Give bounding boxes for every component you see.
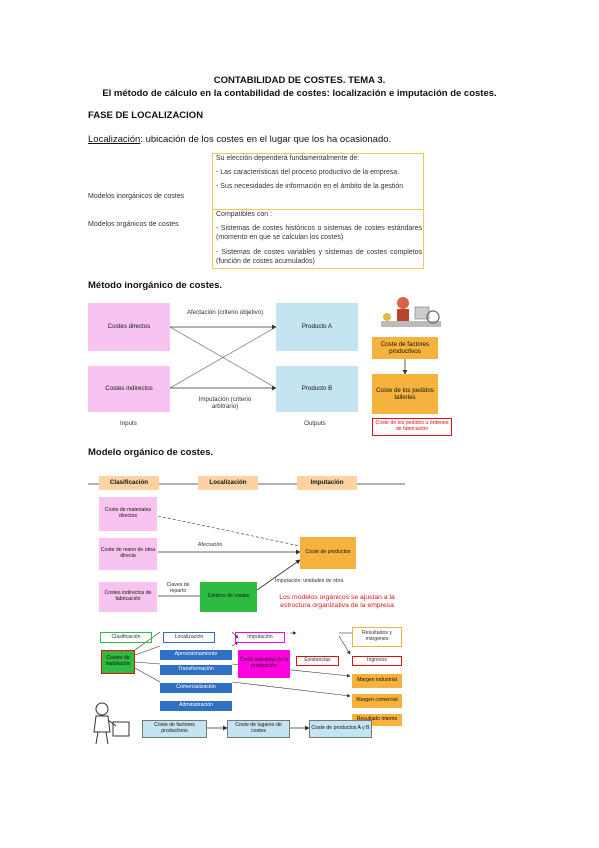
d2-comercializacion: Comercialización: [160, 683, 232, 693]
d2-margen-comercial: Margen comercial: [352, 694, 402, 708]
line-centros-productos: [256, 559, 301, 591]
worker-illustration: [86, 700, 132, 746]
d2-imputacion: Imputación: [235, 632, 285, 643]
coste-productos-box: Coste de productos: [300, 537, 356, 569]
org-header-localizacion: Localización: [198, 476, 258, 490]
section-heading-organico: Modelo orgánico de costes.: [88, 447, 214, 458]
costes-directos-box: Costes directos: [88, 303, 170, 351]
coste-materiales-box: Coste de materiales directos: [99, 497, 157, 531]
organic-note: Los modelos orgánicos se ajustan a la es…: [279, 594, 395, 609]
models-divider: [212, 209, 424, 210]
models-text-1: Su elección dependerá fundamentalmente d…: [216, 155, 360, 162]
producto-a-box: Producto A: [276, 303, 358, 351]
centros-costes-box: Centros de costes: [200, 582, 257, 612]
d2-resultados: Resultados y márgenes: [352, 627, 402, 647]
models-text-3: - Sus necesidades de información en el á…: [216, 183, 404, 190]
d2-ingresos: Ingresos: [352, 656, 402, 666]
d2-transformacion: Transformación: [160, 665, 232, 675]
org-header-imputacion: Imputación: [297, 476, 357, 490]
models-text-5: - Sistemas de costes históricos o sistem…: [216, 225, 422, 241]
page-subtitle: El método de cálculo en la contabilidad …: [102, 88, 497, 99]
outputs-label: Outputs: [304, 420, 326, 427]
models-text-2: - Las características del proceso produc…: [216, 169, 400, 176]
localizacion-term: Localización: [88, 134, 141, 145]
org-header-clasificacion: Clasificación: [99, 476, 159, 490]
costes-indirectos-fab-box: Costes indirectos de fabricación: [99, 582, 157, 612]
line-inst-comerc: [134, 661, 161, 665]
line-inst-transf: [134, 645, 161, 656]
section-heading-localizacion: FASE DE LOCALIZACION: [88, 110, 204, 121]
page-title: CONTABILIDAD DE COSTES. TEMA 3.: [213, 75, 386, 86]
localizacion-text: : ubicación de los costes en el lugar qu…: [140, 134, 392, 145]
producto-b-box: Producto B: [276, 366, 358, 412]
imputacion-unidades-label: Imputación: unidades de obra: [275, 578, 344, 584]
models-table: Modelos inorgánicos de costes Modelos or…: [88, 153, 424, 269]
models-text-6: - Sistemas de costes variables y sistema…: [216, 249, 422, 265]
imputacion-label: Imputación (criterio arbitrario): [198, 395, 252, 410]
models-table-frame: [212, 153, 424, 269]
d2-existencias: Existencias: [296, 656, 339, 666]
inputs-label: Inputs: [120, 420, 137, 427]
d2-administracion: Administración: [160, 701, 232, 711]
line-inst-aprov: [134, 631, 161, 651]
line-cross-2: [169, 326, 277, 389]
line-inst-admin: [134, 667, 161, 683]
afectacion-org-label: Afectación: [198, 542, 223, 548]
d2-bottom-productos: Coste de productos A y B: [309, 720, 372, 738]
factory-illustration: [381, 295, 441, 331]
coste-pedidos-note: Coste de los pedidos u órdenes de fabric…: [372, 418, 452, 436]
d2-bottom-factores: Coste de factores productivos: [142, 720, 207, 738]
models-text-4: Compatibles con :: [216, 211, 273, 218]
line-admin-resultado: [231, 681, 351, 698]
d2-costes-instalacion: Costes de instalación: [101, 650, 135, 674]
d2-localizacion: Localización: [163, 632, 215, 643]
coste-pedidos-box: Coste de los pedidos tallerles: [372, 374, 438, 414]
models-inorganic-label: Modelos inorgánicos de costes: [88, 193, 185, 200]
localizacion-definition: Localización: ubicación de los costes en…: [88, 134, 391, 145]
claves-reparto-label: Claves de reparto: [166, 582, 190, 594]
d2-bottom-lugares: Coste de lugares de costes: [227, 720, 290, 738]
line-materiales: [157, 515, 301, 547]
coste-factores-box: Coste de factores productivos: [372, 337, 438, 359]
d2-clasificacion: Clasificación: [100, 632, 152, 643]
afectacion-label: Afectación (criterio objetivo): [186, 309, 264, 317]
line-exist-margen: [338, 635, 351, 655]
coste-mano-obra-box: Coste de mano de obra directa: [99, 538, 157, 570]
d2-aprovisionamiento: Aprovisionamiento: [160, 650, 232, 660]
section-heading-inorganico: Método inorgánico de costes.: [88, 280, 223, 291]
d2-margen-industrial: Margen industrial: [352, 674, 402, 688]
models-organic-label: Modelos orgánicos de costes: [88, 221, 179, 228]
costes-indirectos-box: Costes indirectos: [88, 366, 170, 412]
d2-coste-produccion: Coste industrial de la producción: [238, 650, 290, 678]
